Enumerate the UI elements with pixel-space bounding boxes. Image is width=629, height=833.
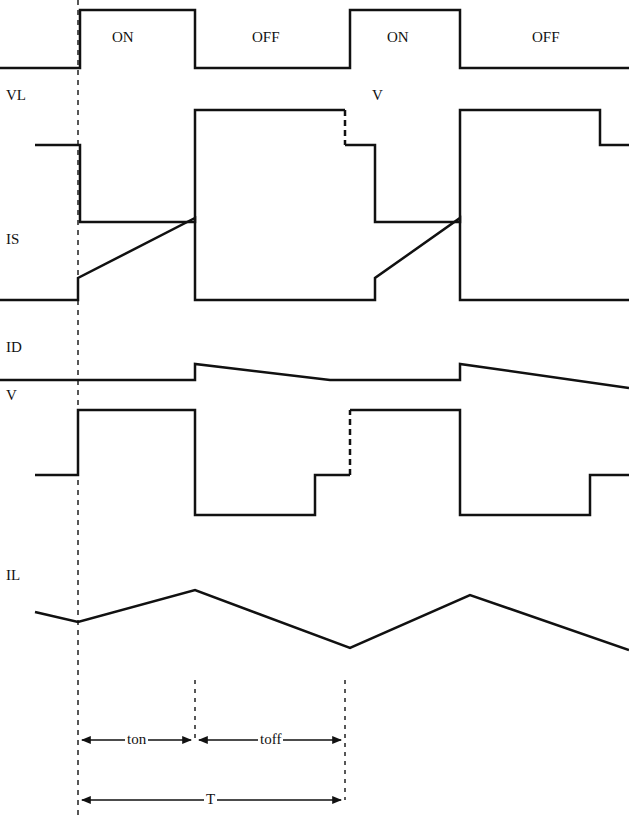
- v-wave: [350, 410, 629, 515]
- time-origin-line: [77, 0, 78, 820]
- signal-name: ID: [4, 340, 24, 355]
- time-label: T: [204, 792, 217, 807]
- switch-wave: [0, 10, 629, 68]
- time-marker-line: [344, 680, 345, 800]
- time-label: toff: [258, 732, 283, 747]
- signal-name: V: [4, 388, 19, 403]
- vl-wave: [35, 110, 345, 222]
- v-wave: [35, 410, 350, 515]
- switch-state-label: ON: [385, 30, 411, 45]
- vl-wave: [345, 110, 629, 222]
- switch-state-label: OFF: [250, 30, 282, 45]
- vl-dashed-step: [344, 110, 347, 145]
- time-marker-line: [194, 680, 195, 740]
- is-wave: [0, 218, 629, 300]
- id-wave: [0, 364, 629, 388]
- signal-name: IL: [4, 568, 22, 583]
- time-label: ton: [125, 732, 148, 747]
- signal-name: IS: [4, 232, 21, 247]
- signal-name: VL: [4, 88, 28, 103]
- switch-state-label: ON: [110, 30, 136, 45]
- signal-name: V: [370, 88, 385, 103]
- v-dashed-step: [349, 410, 352, 475]
- il-wave: [35, 590, 629, 650]
- switch-state-label: OFF: [530, 30, 562, 45]
